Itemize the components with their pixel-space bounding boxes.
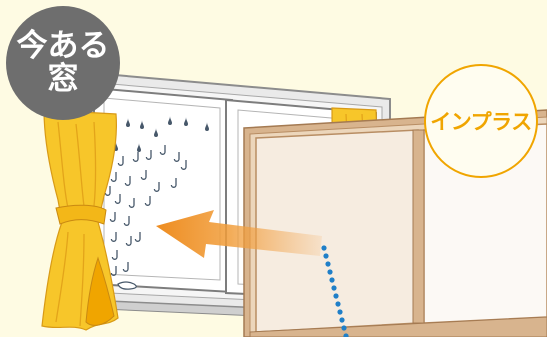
existing-window-badge: 今ある 窓 xyxy=(6,6,120,120)
existing-window-label-line1: 今ある xyxy=(17,30,110,63)
inner-window-label: インプラス xyxy=(430,106,531,136)
existing-window-label-line2: 窓 xyxy=(48,63,79,96)
inner-window-badge: インプラス xyxy=(424,64,538,178)
